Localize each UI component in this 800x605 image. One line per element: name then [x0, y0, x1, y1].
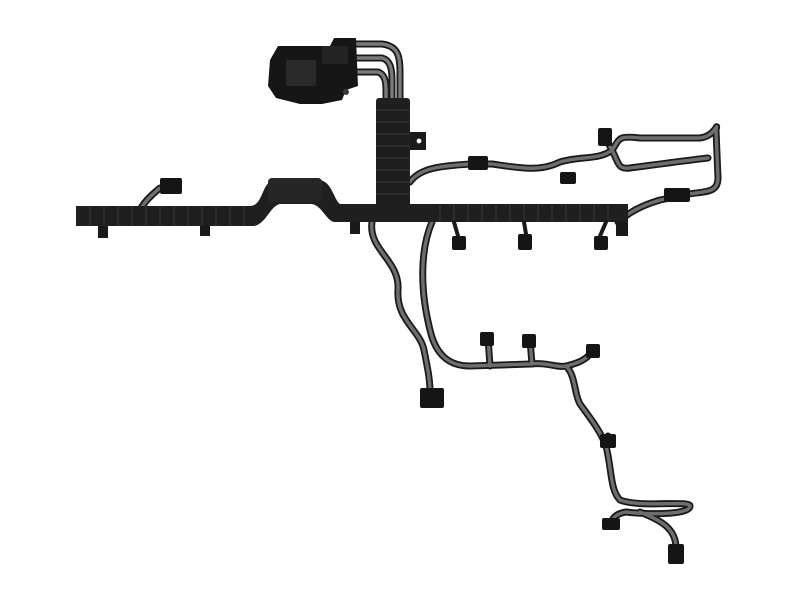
main-trunk — [76, 178, 628, 226]
drop-wire — [598, 220, 608, 238]
junction-box-face — [286, 60, 316, 86]
trunk-left-section — [76, 180, 372, 226]
connector-left-trunk — [160, 178, 182, 194]
clip — [98, 226, 108, 238]
wire-branches — [134, 123, 722, 552]
connector-bottom-end — [668, 544, 684, 564]
trunk-hump — [268, 178, 322, 202]
wire-fill-layer — [136, 125, 720, 550]
junction-box — [268, 38, 358, 104]
clip — [200, 226, 210, 236]
connector-mid-3 — [586, 344, 600, 358]
connector-right-trunk-end — [664, 188, 690, 202]
connector-mid-1 — [480, 332, 494, 346]
clip — [616, 222, 628, 236]
connector-lower-1 — [600, 434, 616, 448]
upper-tubes-fill — [354, 42, 402, 108]
drop-wire — [522, 220, 528, 236]
connector-top-branch-1 — [468, 156, 488, 170]
connector-mid-2 — [522, 334, 536, 348]
connector-top-branch-2 — [560, 172, 576, 184]
connectors — [160, 128, 690, 564]
connector-mid-left — [420, 388, 444, 408]
wire-outline-layer — [134, 123, 722, 552]
branch-harness-down-right — [419, 218, 596, 370]
connector-drop-2 — [518, 234, 532, 250]
clip — [350, 222, 360, 234]
junction-box-latch — [322, 46, 348, 64]
trunk-clips — [98, 222, 628, 238]
upper-conduit — [352, 40, 426, 218]
drop-wire — [452, 220, 460, 238]
mount-hole — [416, 138, 422, 144]
connector-drop-1 — [452, 236, 466, 250]
junction-box-bolt — [343, 89, 349, 95]
trunk-right-section — [372, 204, 628, 222]
drop-wires — [452, 220, 608, 238]
connector-drop-3 — [594, 236, 608, 250]
connector-top-right-loop — [598, 128, 612, 146]
connector-lower-2 — [602, 518, 620, 530]
trunk-ribs — [89, 204, 609, 226]
branch-main-down — [562, 362, 694, 528]
